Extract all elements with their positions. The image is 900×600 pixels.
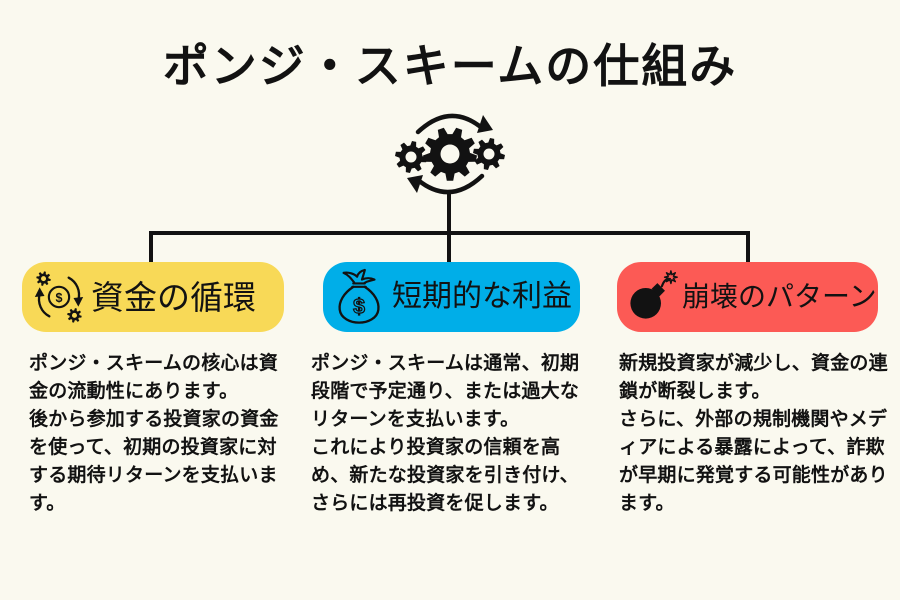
svg-text:$: $ bbox=[56, 291, 63, 305]
money-cycle-icon: $ bbox=[34, 271, 84, 323]
card-collapse-pattern: 崩壊のパターン bbox=[617, 262, 878, 332]
card-collapse-label: 崩壊のパターン bbox=[682, 281, 877, 312]
body-collapse-pattern: 新規投資家が減少し、資金の連鎖が断裂します。 さらに、外部の規制機関やメディアに… bbox=[619, 353, 888, 514]
body-short-term-profit: ポンジ・スキームは通常、初期段階で予定通り、または過大なリターンを支払います。 … bbox=[311, 353, 580, 514]
connector-horizontal bbox=[149, 231, 750, 235]
card-funds-circulation: $ 資金の循環 bbox=[22, 262, 284, 332]
card-funds-label: 資金の循環 bbox=[91, 278, 256, 316]
gears-cycle-icon bbox=[395, 113, 505, 195]
page-title: ポンジ・スキームの仕組み bbox=[162, 40, 738, 92]
card-profit-label: 短期的な利益 bbox=[392, 280, 572, 313]
connector-vertical-center bbox=[447, 194, 451, 262]
cycle-arrowhead-bottom bbox=[407, 175, 423, 193]
connector-vertical-left bbox=[149, 233, 153, 263]
body-funds-circulation: ポンジ・スキームの核心は資金の流動性にあります。 後から参加する投資家の資金を使… bbox=[29, 353, 279, 514]
money-bag-icon: $ bbox=[338, 268, 380, 324]
connector-vertical-right bbox=[746, 233, 750, 263]
cycle-arrow-top bbox=[415, 113, 485, 135]
card-short-term-profit: $ 短期的な利益 bbox=[323, 262, 580, 332]
bomb-icon bbox=[630, 270, 678, 319]
cycle-arrow-bottom bbox=[415, 173, 485, 195]
cycle-arrowhead-top bbox=[477, 115, 493, 133]
svg-text:$: $ bbox=[353, 294, 365, 318]
